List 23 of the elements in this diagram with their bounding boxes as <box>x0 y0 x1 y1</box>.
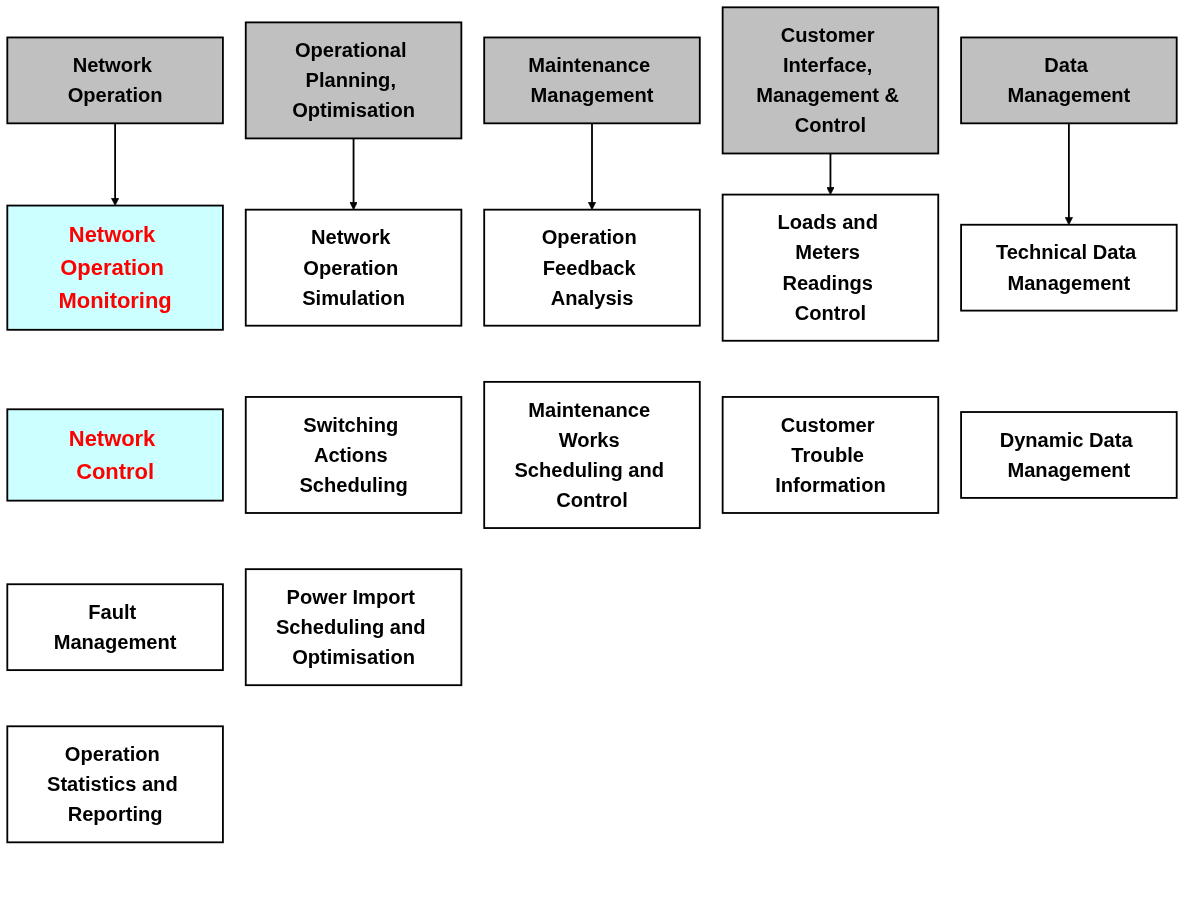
arrow <box>111 122 120 206</box>
node-box: Maintenance Management <box>483 36 701 125</box>
arrow <box>826 152 835 195</box>
node-box: Power Import Scheduling and Optimisation <box>244 568 463 687</box>
node-box: Loads and Meters Readings Control <box>721 193 940 342</box>
node-box: Maintenance Works Scheduling and Control <box>483 380 701 529</box>
node-box: Technical Data Management <box>960 223 1178 312</box>
arrow <box>1064 122 1073 226</box>
node-box: Customer Trouble Information <box>721 396 940 514</box>
node-box: Switching Actions Scheduling <box>244 396 463 514</box>
node-box: Operation Feedback Analysis <box>483 208 701 327</box>
node-box: Operation Statistics and Reporting <box>6 725 224 844</box>
node-box: Operational Planning, Optimisation <box>244 21 463 140</box>
node-box: Network Operation Monitoring <box>6 204 224 331</box>
node-box: Fault Management <box>6 583 224 672</box>
node-box: Data Management <box>960 36 1178 125</box>
node-box: Network Control <box>6 408 224 502</box>
arrow <box>349 137 358 211</box>
node-box: Network Operation <box>6 36 224 125</box>
node-box: Dynamic Data Management <box>960 411 1178 499</box>
node-box: Network Operation Simulation <box>244 208 463 327</box>
arrow <box>588 122 596 211</box>
node-box: Customer Interface, Management & Control <box>721 6 940 155</box>
